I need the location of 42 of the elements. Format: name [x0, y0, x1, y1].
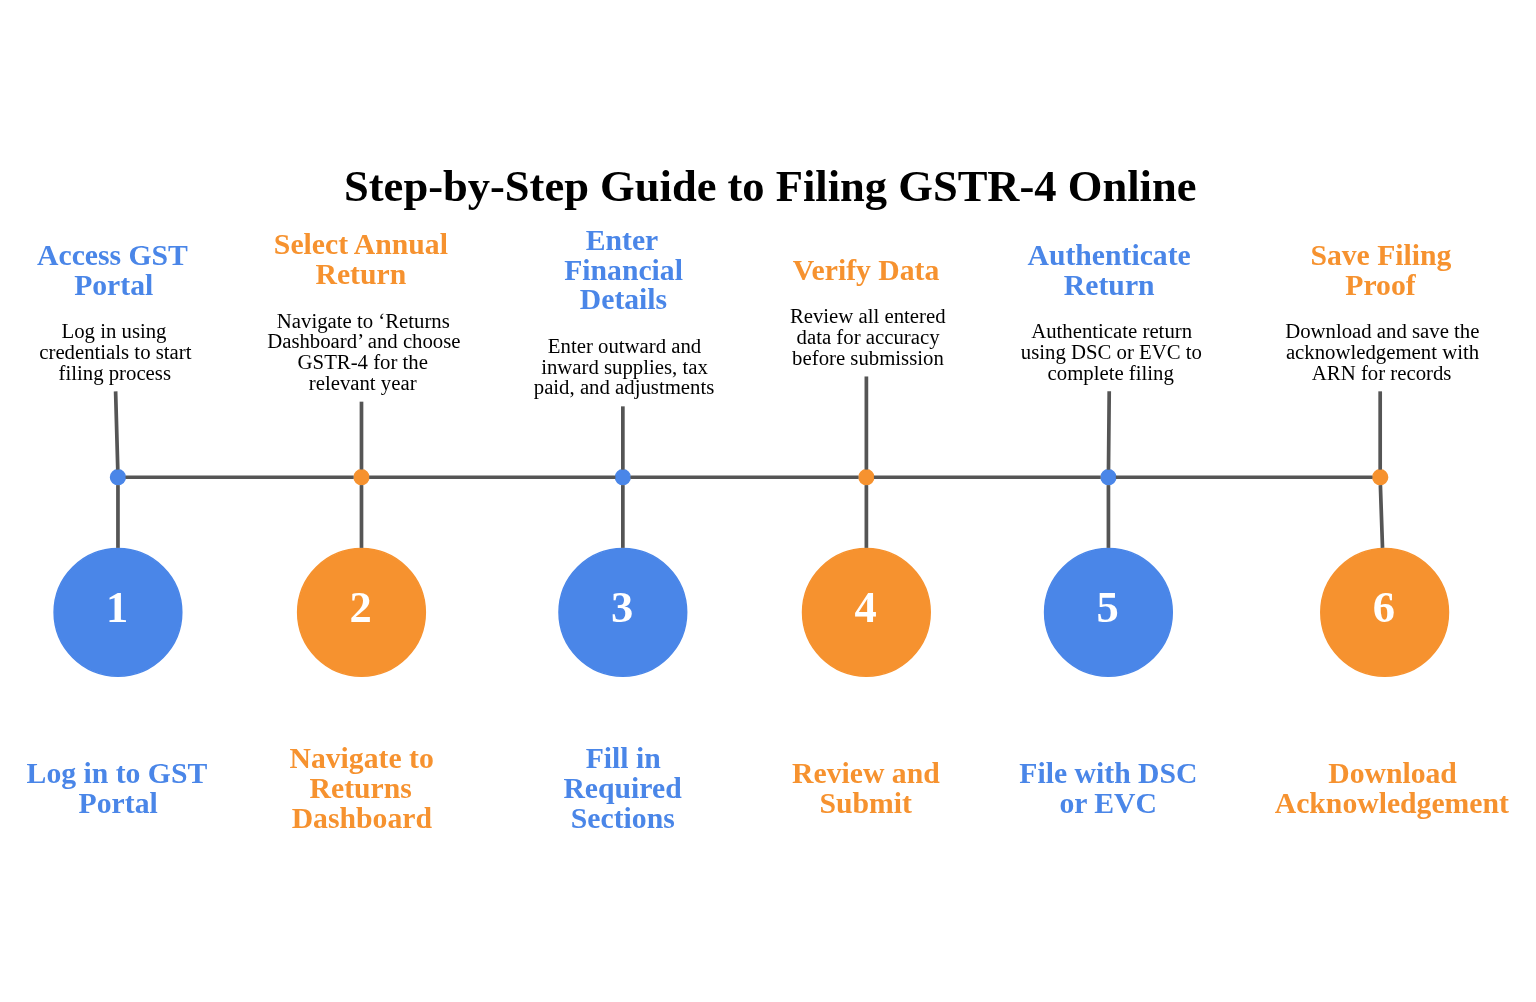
node-circle — [353, 469, 370, 486]
node-text: Save Filing Proof Download and save the acknowledgement with ARN for records — [1285, 238, 1480, 384]
node-circle: 3 — [558, 547, 688, 677]
connector — [1378, 485, 1385, 548]
connector — [630, 475, 859, 480]
node-circle: 1 — [53, 547, 183, 677]
node-label: Log in to GST Portal — [26, 757, 208, 819]
connector — [864, 376, 869, 470]
connector — [873, 475, 1101, 480]
node-text: Select Annual Return Navigate to ‘Returns Dashboard’ and choose GSTR-4 for the relevant year — [267, 228, 461, 394]
node-label: Fill in Required Sections — [563, 742, 682, 834]
node-text: Enter Financial Details Enter outward and inward supplies, tax paid, and adjustments — [533, 224, 715, 399]
connector — [1106, 391, 1112, 470]
node-circle: 4 — [801, 547, 931, 677]
connector — [621, 485, 625, 548]
connector — [1378, 391, 1383, 470]
node-text: Access GST Portal Log in using credentials to start filing process — [37, 238, 192, 384]
connector — [1115, 475, 1373, 480]
node-text: Verify Data Review all entered data for accuracy before submission — [789, 253, 946, 369]
node-circle — [1100, 469, 1117, 486]
connector — [621, 406, 625, 470]
node-circle — [858, 469, 875, 486]
node-label: File with DSC or EVC — [1019, 757, 1198, 819]
node-label: Navigate to Returns Dashboard — [289, 742, 434, 834]
node-circle: 5 — [1043, 547, 1174, 677]
connector — [113, 391, 120, 470]
node-circle — [109, 469, 127, 486]
node-circle — [614, 469, 631, 486]
connector — [116, 485, 120, 548]
node-label: Review and Submit — [792, 757, 940, 819]
node-label: Download Acknowledgement — [1274, 757, 1509, 819]
node-text: Authenticate Return Authenticate return using DSC or EVC to complete filing — [1020, 238, 1202, 384]
connector — [125, 475, 354, 480]
connector — [369, 475, 616, 480]
connector — [359, 401, 364, 470]
connector — [864, 485, 869, 548]
connector — [359, 485, 364, 548]
node-circle — [1372, 469, 1389, 486]
connector — [1106, 485, 1111, 548]
node-circle: 6 — [1320, 547, 1450, 677]
diagram-title: Step-by-Step Guide to Filing GSTR-4 Online — [344, 161, 1197, 212]
node-circle: 2 — [296, 547, 427, 677]
